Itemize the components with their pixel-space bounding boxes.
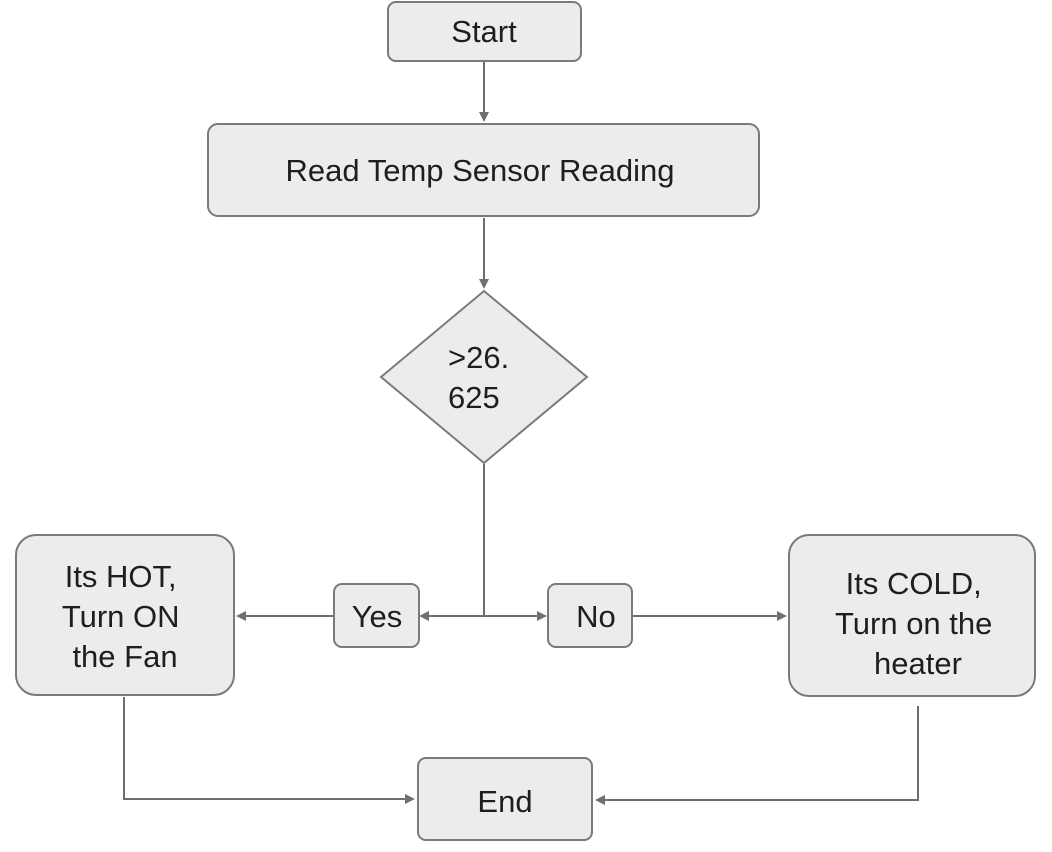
- node-no: No: [547, 583, 633, 648]
- node-hot-line-1: Its HOT,: [65, 559, 177, 594]
- node-hot: Its HOT, Turn ON the Fan: [15, 534, 235, 696]
- edge-cold-to-end: [595, 706, 919, 805]
- node-start: Start: [387, 1, 582, 62]
- node-end: End: [417, 757, 593, 841]
- node-decision-line-1: >26.: [448, 340, 509, 375]
- node-cold-label: Its COLD, Turn on the heater: [835, 566, 1001, 681]
- node-cold-line-1: Its COLD,: [846, 566, 982, 601]
- edge-hot-to-end: [123, 697, 415, 804]
- node-no-label: No: [576, 599, 616, 634]
- node-read-sensor-label: Read Temp Sensor Reading: [286, 153, 675, 188]
- edges: [123, 62, 919, 805]
- node-start-label: Start: [451, 14, 517, 49]
- node-yes-label: Yes: [352, 599, 403, 634]
- node-cold-line-2: Turn on the: [835, 606, 992, 641]
- node-cold-line-3: heater: [874, 646, 962, 681]
- node-decision-line-2: 625: [448, 380, 500, 415]
- node-decision: >26. 625: [379, 289, 589, 465]
- node-hot-line-3: the Fan: [72, 639, 177, 674]
- node-hot-label: Its HOT, Turn ON the Fan: [62, 559, 188, 674]
- node-yes: Yes: [333, 583, 420, 648]
- node-cold: Its COLD, Turn on the heater: [788, 534, 1036, 697]
- node-read-sensor: Read Temp Sensor Reading: [207, 123, 760, 217]
- node-hot-line-2: Turn ON: [62, 599, 180, 634]
- node-end-label: End: [477, 784, 532, 819]
- node-decision-label: >26. 625: [448, 340, 518, 415]
